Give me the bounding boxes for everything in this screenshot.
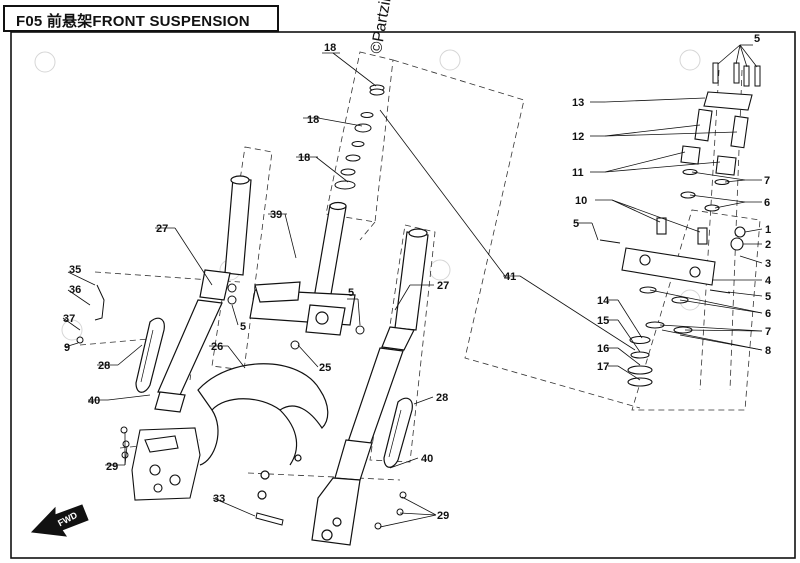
callout-5d: 5 [573, 218, 579, 230]
callout-11: 11 [572, 167, 584, 179]
callout-1: 1 [765, 224, 771, 236]
callout-12: 12 [572, 131, 584, 143]
callout-5e: 5 [765, 291, 771, 303]
callout-27: 27 [156, 223, 168, 235]
callout-5b: 5 [240, 321, 246, 333]
callout-25: 25 [319, 362, 331, 374]
callout-40a: 40 [88, 395, 100, 407]
callout-numbers: 18 18 18 39 27 27 5 5 25 26 28 28 40 40 … [63, 33, 772, 522]
callout-3: 3 [765, 258, 771, 270]
background-watermarks [34, 49, 701, 341]
callout-7a: 7 [764, 175, 770, 187]
callout-36: 35 [69, 264, 81, 276]
title-box: F05 前悬架FRONT SUSPENSION [3, 5, 279, 32]
handlebar-clamp-assembly [599, 91, 753, 387]
callout-10: 10 [575, 195, 587, 207]
callout-40b: 40 [421, 453, 433, 465]
left-fork-leg [154, 175, 252, 413]
callout-21: 18 [298, 152, 310, 164]
callout-37: 36 [69, 284, 81, 296]
steering-stem [249, 201, 356, 336]
callout-2: 2 [765, 239, 771, 251]
callout-13: 13 [572, 97, 584, 109]
callout-28: 27 [437, 280, 449, 292]
callout-18: 18 [324, 42, 336, 54]
callout-18b: 18 [307, 114, 319, 126]
callout-14: 14 [597, 295, 610, 307]
leader-lines [62, 44, 763, 528]
callout-33a: 29 [106, 461, 118, 473]
callout-6b: 6 [765, 308, 771, 320]
callout-29b: 28 [436, 392, 448, 404]
callout-16: 16 [597, 343, 609, 355]
callout-41: 41 [504, 271, 516, 283]
callout-38: 37 [63, 313, 75, 325]
callout-9: 9 [64, 342, 70, 354]
callout-4: 4 [765, 275, 772, 287]
upper-stem-bearings [334, 84, 385, 190]
callout-7b: 7 [765, 326, 771, 338]
callout-15: 15 [597, 315, 609, 327]
left-caliper [131, 427, 201, 501]
callout-35: 33 [213, 493, 225, 505]
callout-33b: 29 [437, 510, 449, 522]
page-title: F05 前悬架FRONT SUSPENSION [16, 13, 250, 30]
front-fender [197, 363, 329, 500]
callout-5a: 5 [348, 287, 354, 299]
callout-39: 39 [270, 209, 282, 221]
bolts-and-fasteners [76, 62, 761, 530]
reflectors [135, 317, 413, 468]
fwd-arrow-icon: FWD [30, 504, 89, 537]
callout-17: 17 [597, 361, 609, 373]
callout-8: 8 [765, 345, 771, 357]
callout-5c: 5 [754, 33, 760, 45]
callout-6a: 6 [764, 197, 770, 209]
right-fork-leg [311, 228, 429, 546]
callout-29a: 28 [98, 360, 110, 372]
callout-26: 26 [211, 341, 223, 353]
outer-border [10, 31, 796, 559]
